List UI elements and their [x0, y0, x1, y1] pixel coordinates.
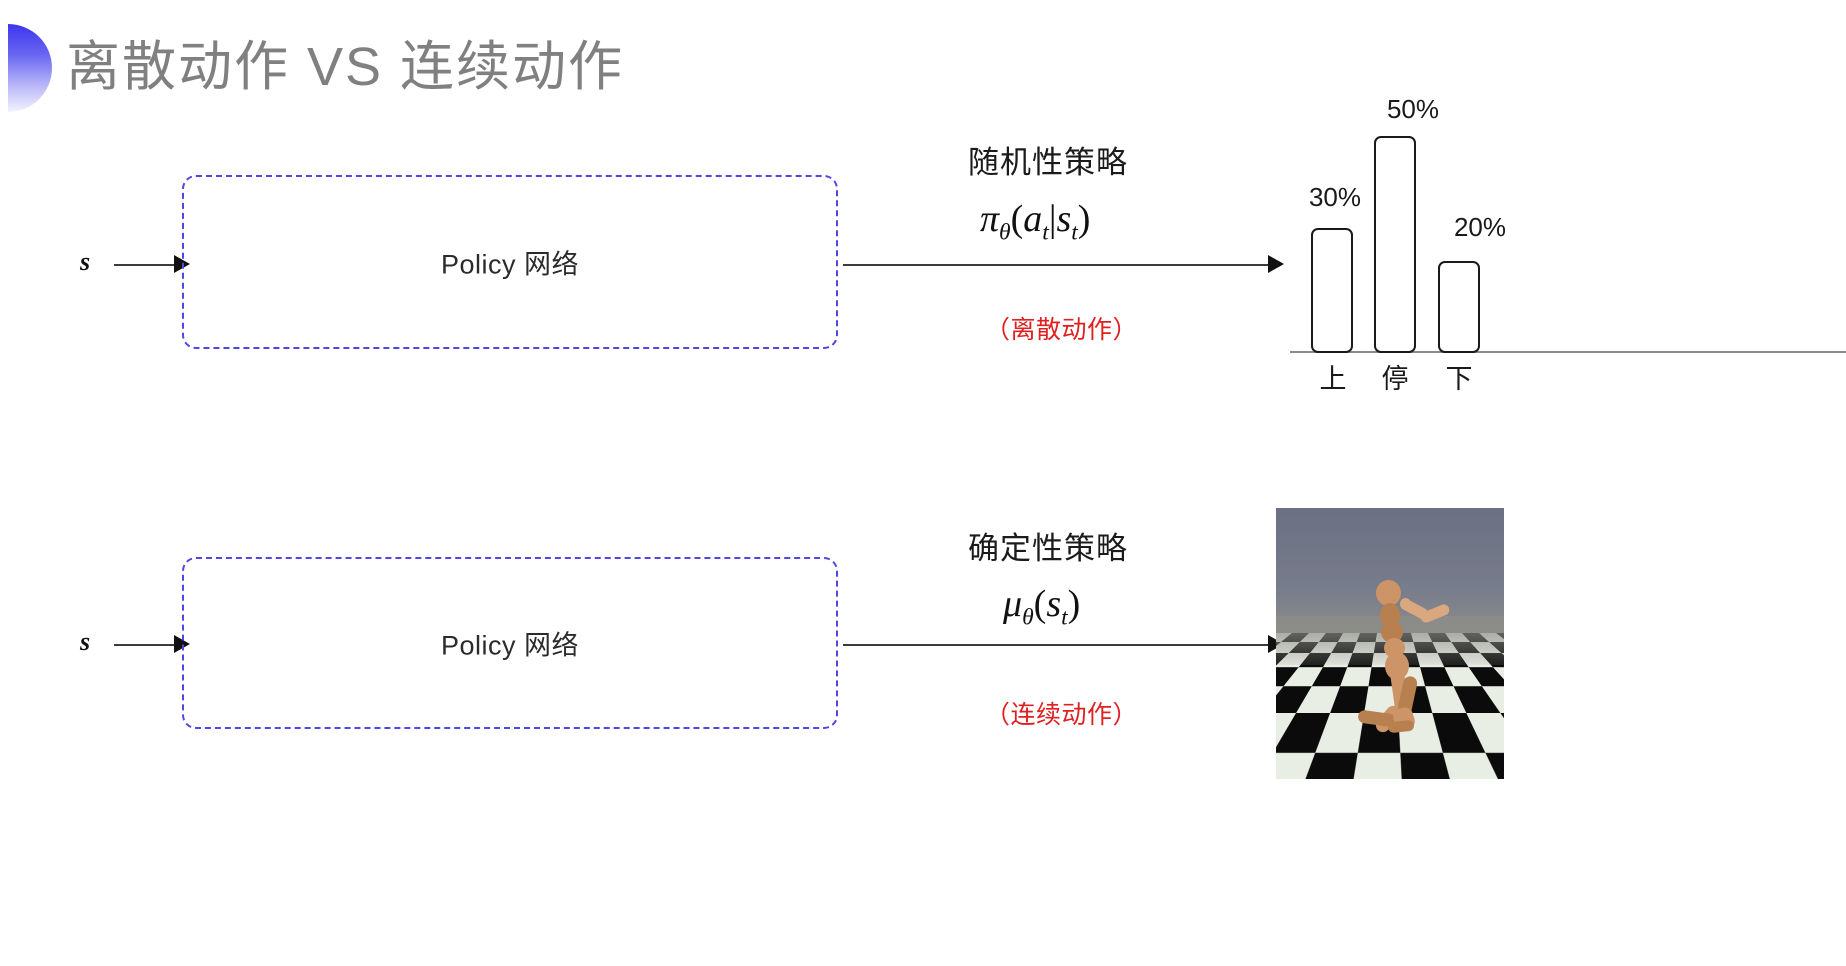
formula-close-paren: )	[1077, 198, 1091, 240]
formula-s-subscript: t	[1071, 219, 1078, 246]
humanoid-forearm	[1419, 602, 1451, 625]
formula-given-bar: |	[1048, 198, 1057, 240]
formula-a: a	[1023, 198, 1043, 240]
state-label-continuous: s	[80, 627, 91, 656]
annotation-formula-continuous: μθ(st)	[1003, 582, 1080, 632]
humanoid-mid-torso	[1381, 621, 1403, 643]
humanoid-head	[1376, 580, 1401, 606]
formula-open-paren: (	[1010, 198, 1024, 240]
annotation-formula-discrete: πθ(at|st)	[980, 197, 1090, 247]
bar-value-0: 30%	[1308, 182, 1362, 212]
input-arrow-line-continuous	[114, 644, 176, 646]
humanoid-figure	[1276, 508, 1504, 779]
annotation-note-discrete: （离散动作）	[985, 316, 1139, 344]
bar-category-1: 停	[1381, 364, 1409, 394]
bar-1	[1374, 136, 1416, 353]
bar-2	[1438, 261, 1480, 353]
formula-close-paren: )	[1067, 583, 1081, 625]
state-label-discrete: s	[80, 247, 91, 276]
output-arrow-line-continuous	[843, 644, 1273, 646]
formula-theta: θ	[999, 219, 1011, 246]
input-arrow-line-discrete	[114, 264, 176, 266]
annotation-title-continuous: 确定性策略	[968, 531, 1128, 566]
action-probability-chart: 30% 上 50% 停 20% 下	[1290, 94, 1846, 395]
bar-value-1: 50%	[1386, 94, 1440, 124]
humanoid-foot-left	[1387, 719, 1415, 734]
output-arrow-line-discrete	[843, 264, 1273, 266]
bar-value-2: 20%	[1453, 212, 1507, 242]
bar-0	[1311, 228, 1353, 353]
policy-network-box-discrete[interactable]: Policy 网络	[182, 175, 838, 349]
formula-s: s	[1046, 583, 1062, 625]
chart-baseline	[1290, 351, 1846, 353]
bar-category-2: 下	[1445, 364, 1473, 394]
formula-a-subscript: t	[1042, 219, 1049, 246]
page-title: 离散动作 VS 连续动作	[66, 37, 625, 97]
humanoid-simulation-image	[1276, 508, 1504, 779]
policy-network-label-discrete: Policy 网络	[440, 249, 580, 280]
formula-mu: μ	[1003, 583, 1023, 625]
formula-s: s	[1056, 198, 1072, 240]
output-arrow-head-discrete	[1268, 255, 1284, 273]
formula-pi: π	[980, 198, 1000, 240]
annotation-note-continuous: （连续动作）	[985, 701, 1139, 729]
title-bullet-decoration	[8, 24, 52, 112]
formula-s-subscript: t	[1061, 604, 1068, 631]
policy-network-label-continuous: Policy 网络	[440, 630, 580, 661]
bar-category-0: 上	[1319, 364, 1347, 394]
policy-network-box-continuous[interactable]: Policy 网络	[182, 557, 838, 729]
formula-theta: θ	[1022, 604, 1034, 631]
annotation-title-discrete: 随机性策略	[968, 145, 1128, 180]
formula-open-paren: (	[1033, 583, 1047, 625]
